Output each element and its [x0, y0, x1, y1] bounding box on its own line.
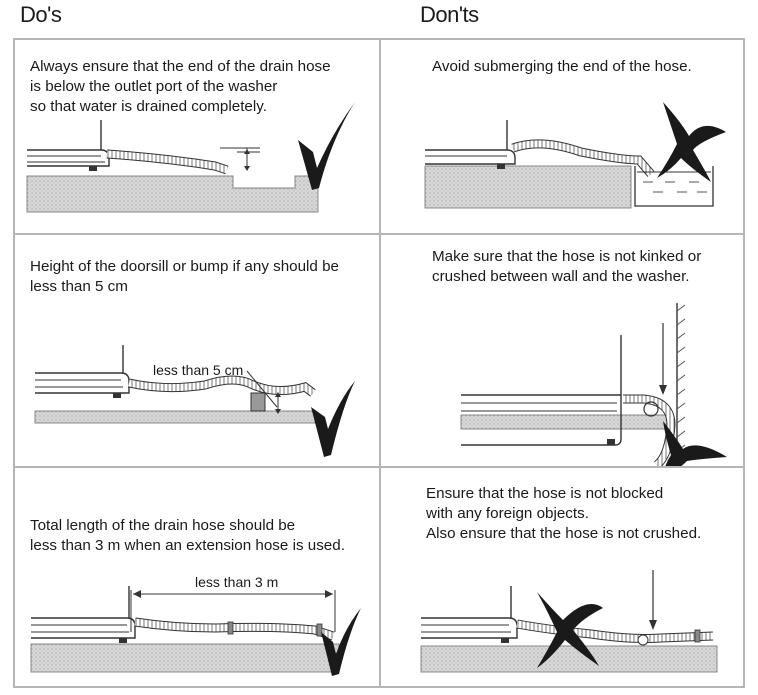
cross-icon: [663, 421, 727, 466]
kinked-hose-illustration: [460, 303, 686, 466]
cross-icon: [657, 102, 726, 182]
bump-height-label: less than 5 cm: [153, 362, 243, 378]
donts-cell-1: Avoid submerging the end of the hose.: [381, 40, 743, 233]
dos-cell-2: Height of the doorsill or bump if any sh…: [15, 235, 379, 466]
doorsill-height-illustration: less than 5 cm: [34, 345, 316, 424]
cross-icon: [537, 592, 603, 668]
instruction-grid: Always ensure that the end of the drain …: [13, 38, 745, 688]
dos-text-3: Total length of the drain hose should be…: [30, 517, 345, 554]
donts-text-2: Make sure that the hose is not kinked or…: [432, 248, 702, 285]
blocked-hose-illustration: [420, 570, 718, 673]
hose-length-illustration: less than 3 m: [30, 574, 340, 673]
drain-below-outlet-illustration: [26, 120, 319, 213]
row-divider: [15, 233, 743, 235]
dos-text-2: Height of the doorsill or bump if any sh…: [30, 258, 339, 295]
submerged-hose-illustration: [424, 120, 714, 209]
dos-text-1: Always ensure that the end of the drain …: [30, 58, 331, 115]
column-divider: [379, 40, 381, 686]
check-icon: [311, 381, 355, 457]
dos-cell-3: Total length of the drain hose should be…: [15, 468, 379, 686]
check-icon: [298, 102, 355, 190]
donts-text-1: Avoid submerging the end of the hose.: [432, 58, 692, 75]
check-icon: [321, 608, 361, 676]
dos-header: Do's: [20, 2, 62, 27]
dos-cell-1: Always ensure that the end of the drain …: [15, 40, 379, 233]
donts-header: Don'ts: [420, 2, 479, 27]
row-divider: [15, 466, 743, 468]
donts-cell-2: Make sure that the hose is not kinked or…: [381, 235, 743, 466]
donts-text-3: Ensure that the hose is not blocked with…: [426, 485, 702, 542]
donts-cell-3: Ensure that the hose is not blocked with…: [381, 468, 743, 686]
hose-length-label: less than 3 m: [195, 574, 278, 590]
